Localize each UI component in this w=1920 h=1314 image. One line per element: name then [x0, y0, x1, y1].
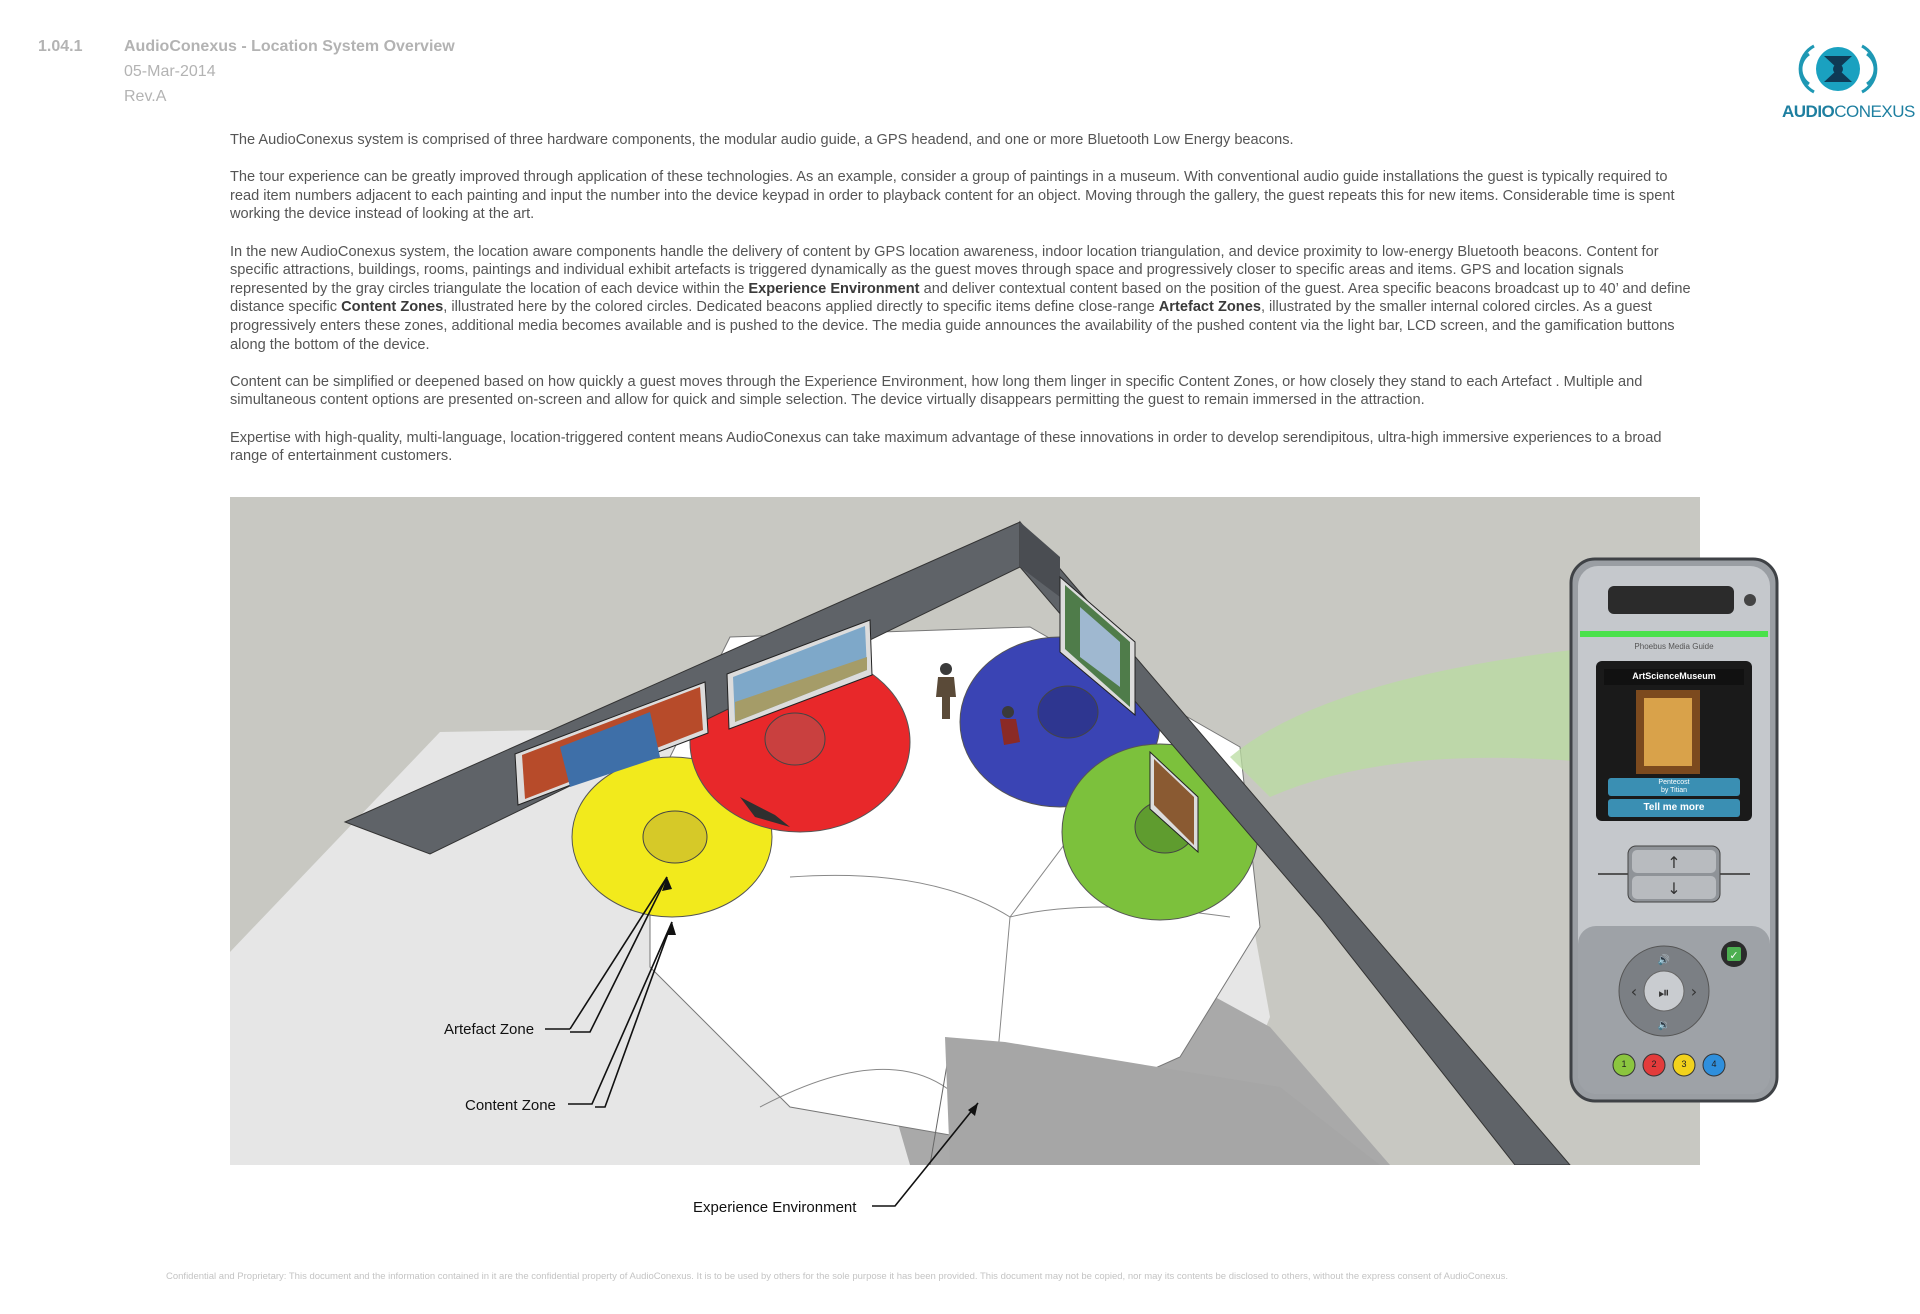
- artefact-zone-red: [764, 712, 826, 766]
- p3-bold-experience-environment: Experience Environment: [748, 280, 920, 297]
- play-pause-button[interactable]: [1643, 970, 1685, 1012]
- callout-content-zone: Content Zone: [465, 1097, 556, 1114]
- p3-text-a: In the new AudioConexus system, the loca…: [230, 243, 1659, 297]
- gamification-button-1[interactable]: [1612, 1053, 1636, 1077]
- button-number-3: 3: [1681, 1059, 1687, 1069]
- callout-experience-environment: Experience Environment: [693, 1199, 857, 1216]
- document-revision: Rev.A: [124, 88, 167, 105]
- camera-icon: [1744, 594, 1756, 606]
- guest-figure: [936, 663, 956, 719]
- down-arrow-button[interactable]: [1632, 876, 1716, 899]
- artefact-zone-blue: [1037, 685, 1099, 739]
- content-zone-leader: [595, 921, 673, 1108]
- location-system-illustration: [230, 497, 1700, 1165]
- audioconexus-logo: AUDIOCONEXUS: [1782, 36, 1915, 126]
- light-bar: [1580, 631, 1768, 637]
- painting-2: [726, 619, 873, 730]
- experience-environment-leader: [872, 1102, 979, 1207]
- p3-text-d: , illustrated here by the colored circle…: [443, 299, 1159, 316]
- document-date: 05-Mar-2014: [124, 63, 216, 80]
- section-number: 1.04.1: [38, 38, 83, 55]
- p3-bold-artefact-zones: Artefact Zones: [1158, 299, 1261, 316]
- paragraph-2: The tour experience can be greatly impro…: [230, 169, 1675, 223]
- up-arrow-icon: ↑: [1667, 853, 1680, 872]
- gamification-button-4[interactable]: [1702, 1053, 1726, 1077]
- artwork-caption-artist: by Titian: [1660, 787, 1688, 794]
- button-number-1: 1: [1621, 1059, 1627, 1069]
- guest-figure: [1000, 706, 1020, 745]
- museum-scene: [230, 520, 1700, 1165]
- speaker-grille: [1608, 586, 1734, 614]
- guest-figure: [740, 797, 790, 827]
- artefact-zone-yellow: [642, 810, 708, 864]
- gamification-button-2[interactable]: [1642, 1053, 1666, 1077]
- button-number-4: 4: [1711, 1059, 1717, 1069]
- p3-text-c: and deliver contextual content based on …: [230, 280, 1691, 316]
- wall-corner: [1020, 522, 1060, 597]
- media-guide-body: ↑ ↓ ⏯ ‹ › 🔊 🔉 ✓: [1569, 557, 1779, 1103]
- callout-artefact-zone: Artefact Zone: [444, 1021, 535, 1038]
- painting-4: [1149, 750, 1199, 854]
- artwork-caption-title: Pentecost: [1658, 779, 1690, 786]
- down-arrow-icon: ↓: [1667, 879, 1680, 898]
- button-number-2: 2: [1651, 1059, 1657, 1069]
- arrowhead: [662, 877, 672, 891]
- up-arrow-button[interactable]: [1632, 850, 1716, 873]
- artefact-leader: [569, 876, 668, 1030]
- device-brand-label: Phoebus Media Guide: [1634, 642, 1714, 651]
- paragraph-1: The AudioConexus system is comprised of …: [230, 132, 1294, 148]
- painting-3: [1059, 575, 1136, 717]
- p3-bold-content-zones: Content Zones: [341, 299, 444, 316]
- paragraph-5: Expertise with high-quality, multi-langu…: [230, 429, 1662, 465]
- previous-icon: ‹: [1631, 982, 1637, 1001]
- audioconexus-logo-icon: [1798, 44, 1878, 94]
- artefact-zone-leader: [570, 876, 668, 1033]
- next-icon: ›: [1691, 982, 1697, 1001]
- volume-up-icon: 🔊: [1658, 953, 1670, 966]
- media-guide-device: ↑ ↓ ⏯ ‹ › 🔊 🔉 ✓ Phoebus Media Guide ArtS…: [1568, 556, 1780, 1104]
- paragraph-3: In the new AudioConexus system, the loca…: [230, 243, 1700, 355]
- volume-down-icon: 🔉: [1658, 1020, 1670, 1031]
- screen-header: ArtScienceMuseum: [1632, 671, 1716, 681]
- logo-wordmark-bold: AUDIO: [1782, 102, 1835, 121]
- body-text: The AudioConexus system is comprised of …: [230, 131, 1700, 484]
- logo-wordmark-light: CONEXUS: [1834, 102, 1915, 121]
- arrowhead: [968, 1103, 978, 1116]
- document-title: AudioConexus - Location System Overview: [124, 38, 455, 55]
- environment-lower-wedge: [945, 1037, 1380, 1165]
- play-pause-icon: ⏯: [1658, 985, 1669, 1001]
- confidentiality-footer: Confidential and Proprietary: This docum…: [166, 1271, 1509, 1282]
- content-leader: [568, 921, 673, 1105]
- logo-wordmark: AUDIOCONEXUS: [1782, 102, 1915, 122]
- tell-me-more-button[interactable]: Tell me more: [1643, 802, 1705, 813]
- painting-1: [514, 681, 709, 806]
- tell-me-more-button-shape: [1608, 799, 1740, 817]
- p3-text-e: , illustrated by the smaller internal co…: [230, 299, 1675, 353]
- checkmark-icon: ✓: [1729, 949, 1738, 962]
- paragraph-4: Content can be simplified or deepened ba…: [230, 373, 1643, 409]
- triangulation-line: [789, 874, 1011, 918]
- gamification-button-3[interactable]: [1672, 1053, 1696, 1077]
